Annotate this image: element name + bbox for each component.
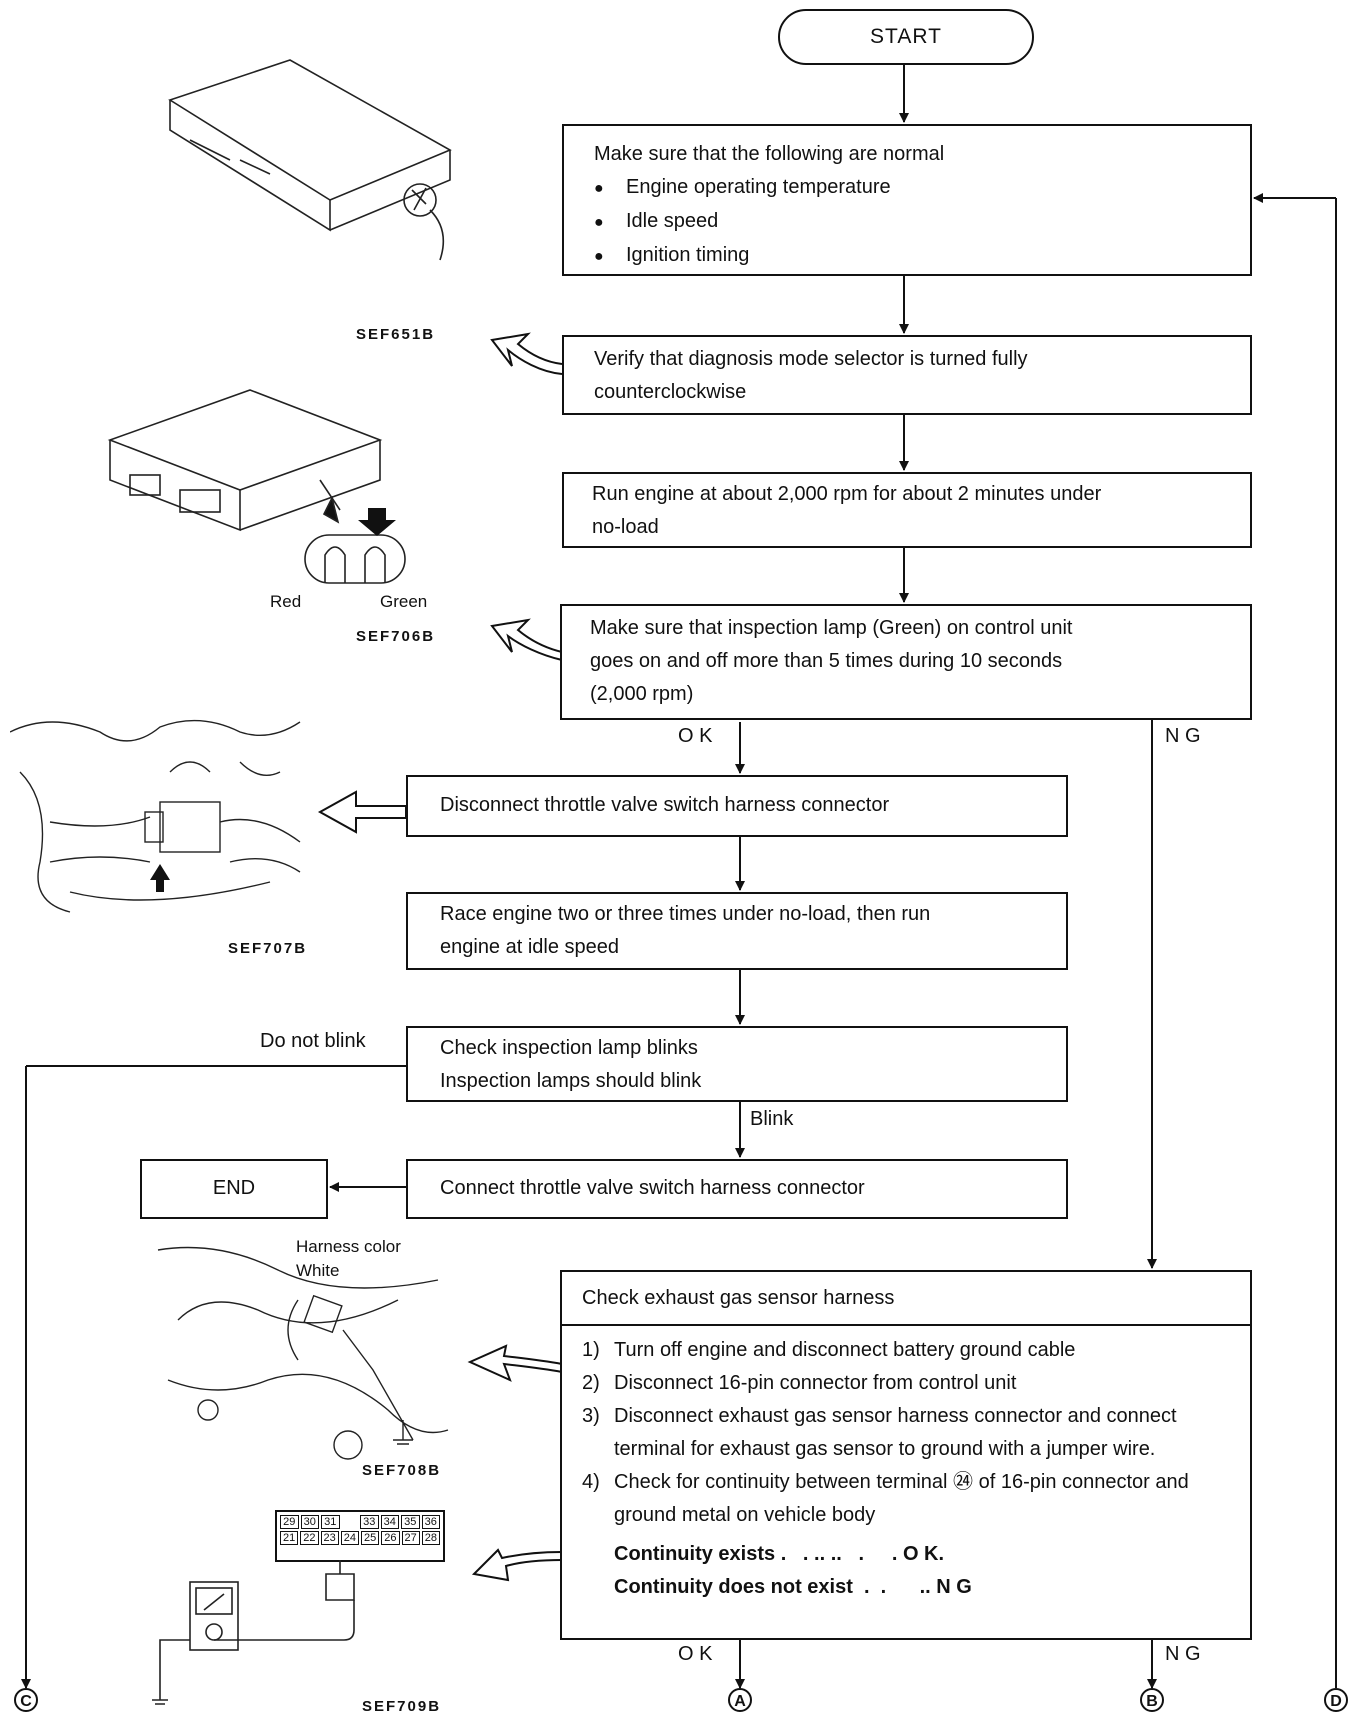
sixteen-pin-connector: 29 30 31 33 34 35 36 21 22 23 24 25 26 2… xyxy=(275,1510,445,1562)
throttle-valve-switch-illustration xyxy=(10,719,301,913)
control-unit-lamps-illustration xyxy=(107,389,406,584)
terminal-cell: 21 xyxy=(280,1531,299,1545)
ohmmeter-illustration xyxy=(152,1560,355,1705)
list-item: 2)Disconnect 16-pin connector from contr… xyxy=(582,1372,1017,1394)
terminal-cell: 36 xyxy=(421,1515,440,1529)
terminal-cell: 26 xyxy=(381,1531,400,1545)
start-terminal: START xyxy=(778,9,1034,65)
step-verify-selector: Verify that diagnosis mode selector is t… xyxy=(562,335,1252,415)
connector-b: B xyxy=(1140,1688,1164,1712)
terminal-cell: 33 xyxy=(360,1515,379,1529)
terminal-cell: 34 xyxy=(380,1515,399,1529)
continuity-results: Continuity exists . . .. .. . . O K. Con… xyxy=(562,1532,1250,1604)
step-text-line: Make sure that inspection lamp (Green) o… xyxy=(590,617,1073,639)
blink-label: Blink xyxy=(750,1108,794,1130)
exhaust-gas-sensor-illustration xyxy=(157,1246,449,1460)
terminal-cell: 29 xyxy=(280,1515,299,1529)
step-check-normal: Make sure that the following are normal … xyxy=(562,124,1252,276)
connector-a: A xyxy=(728,1688,752,1712)
step-text-line: Disconnect throttle valve switch harness… xyxy=(440,794,890,816)
terminal-cell xyxy=(342,1515,359,1529)
step-check-exhaust-sensor: Check exhaust gas sensor harness 1)Turn … xyxy=(560,1270,1252,1640)
step-race-engine: Race engine two or three times under no-… xyxy=(406,892,1068,970)
step-check-blinks: Check inspection lamp blinks Inspection … xyxy=(406,1026,1068,1102)
step-text-line: (2,000 rpm) xyxy=(590,683,694,705)
connector-c: C xyxy=(14,1688,38,1712)
control-unit-selector-illustration xyxy=(168,59,452,261)
list-item: Engine operating temperature xyxy=(594,171,1220,205)
figure-pointer-arrows xyxy=(317,332,563,1582)
step-text-line: no-load xyxy=(592,516,659,538)
figure-code-sef709b: SEF709B xyxy=(362,1698,442,1715)
ok-label: O K xyxy=(678,725,713,747)
ok-label: O K xyxy=(678,1643,713,1665)
list-item: 1)Turn off engine and disconnect battery… xyxy=(582,1339,1076,1361)
list-item: Idle speed xyxy=(594,205,1220,239)
terminal-cell: 28 xyxy=(421,1531,440,1545)
figure-code-sef708b: SEF708B xyxy=(362,1462,442,1479)
step-disconnect-throttle: Disconnect throttle valve switch harness… xyxy=(406,775,1068,837)
connector-d: D xyxy=(1324,1688,1348,1712)
terminal-cell: 25 xyxy=(361,1531,380,1545)
step-text-line: counterclockwise xyxy=(594,381,747,403)
step-text-line: Run engine at about 2,000 rpm for about … xyxy=(592,483,1102,505)
exhaust-check-steps: 1)Turn off engine and disconnect battery… xyxy=(562,1326,1250,1532)
step9-title: Check exhaust gas sensor harness xyxy=(562,1272,1250,1326)
step-check-normal-title: Make sure that the following are normal xyxy=(594,143,945,165)
terminal-row-top: 29 30 31 33 34 35 36 xyxy=(279,1514,441,1530)
step-inspection-lamp: Make sure that inspection lamp (Green) o… xyxy=(560,604,1252,720)
terminal-cell: 35 xyxy=(401,1515,420,1529)
terminal-cell: 22 xyxy=(300,1531,319,1545)
normal-conditions-list: Engine operating temperature Idle speed … xyxy=(594,171,1220,273)
terminal-cell: 27 xyxy=(401,1531,420,1545)
start-label: START xyxy=(870,25,942,48)
terminal-row-bottom: 21 22 23 24 25 26 27 28 xyxy=(279,1530,441,1546)
step-text-line: Connect throttle valve switch harness co… xyxy=(440,1177,865,1199)
green-lamp-label: Green xyxy=(380,592,428,611)
step-run-engine: Run engine at about 2,000 rpm for about … xyxy=(562,472,1252,548)
end-label: END xyxy=(212,1177,256,1199)
red-lamp-label: Red xyxy=(270,592,302,611)
list-item: Ignition timing xyxy=(594,239,1220,273)
step-connect-throttle: Connect throttle valve switch harness co… xyxy=(406,1159,1068,1219)
figure-code-sef651b: SEF651B xyxy=(356,326,436,343)
list-item: 3)Disconnect exhaust gas sensor harness … xyxy=(582,1405,1177,1460)
step-text-line: engine at idle speed xyxy=(440,936,620,958)
terminal-cell: 30 xyxy=(300,1515,319,1529)
step-text-line: goes on and off more than 5 times during… xyxy=(590,650,1063,672)
figure-code-sef707b: SEF707B xyxy=(228,940,308,957)
step-text-line: Inspection lamps should blink xyxy=(440,1070,702,1092)
figure-code-sef706b: SEF706B xyxy=(356,628,436,645)
end-terminal: END xyxy=(140,1159,328,1219)
step-text-line: Race engine two or three times under no-… xyxy=(440,903,931,925)
terminal-cell: 24 xyxy=(340,1531,359,1545)
terminal-cell: 23 xyxy=(320,1531,339,1545)
step-text-line: Check inspection lamp blinks xyxy=(440,1037,698,1059)
result-ng-row: Continuity does not exist . . .. N G xyxy=(614,1576,972,1598)
terminal-cell: 31 xyxy=(321,1515,340,1529)
list-item: 4)Check for continuity between terminal … xyxy=(582,1471,1189,1526)
harness-color-label: Harness color xyxy=(296,1237,401,1256)
ng-label: N G xyxy=(1165,725,1201,747)
result-ok-row: Continuity exists . . .. .. . . O K. xyxy=(614,1543,945,1565)
step-text-line: Verify that diagnosis mode selector is t… xyxy=(594,348,1028,370)
do-not-blink-label: Do not blink xyxy=(260,1030,366,1052)
harness-white-label: White xyxy=(296,1261,340,1280)
ng-label: N G xyxy=(1165,1643,1201,1665)
